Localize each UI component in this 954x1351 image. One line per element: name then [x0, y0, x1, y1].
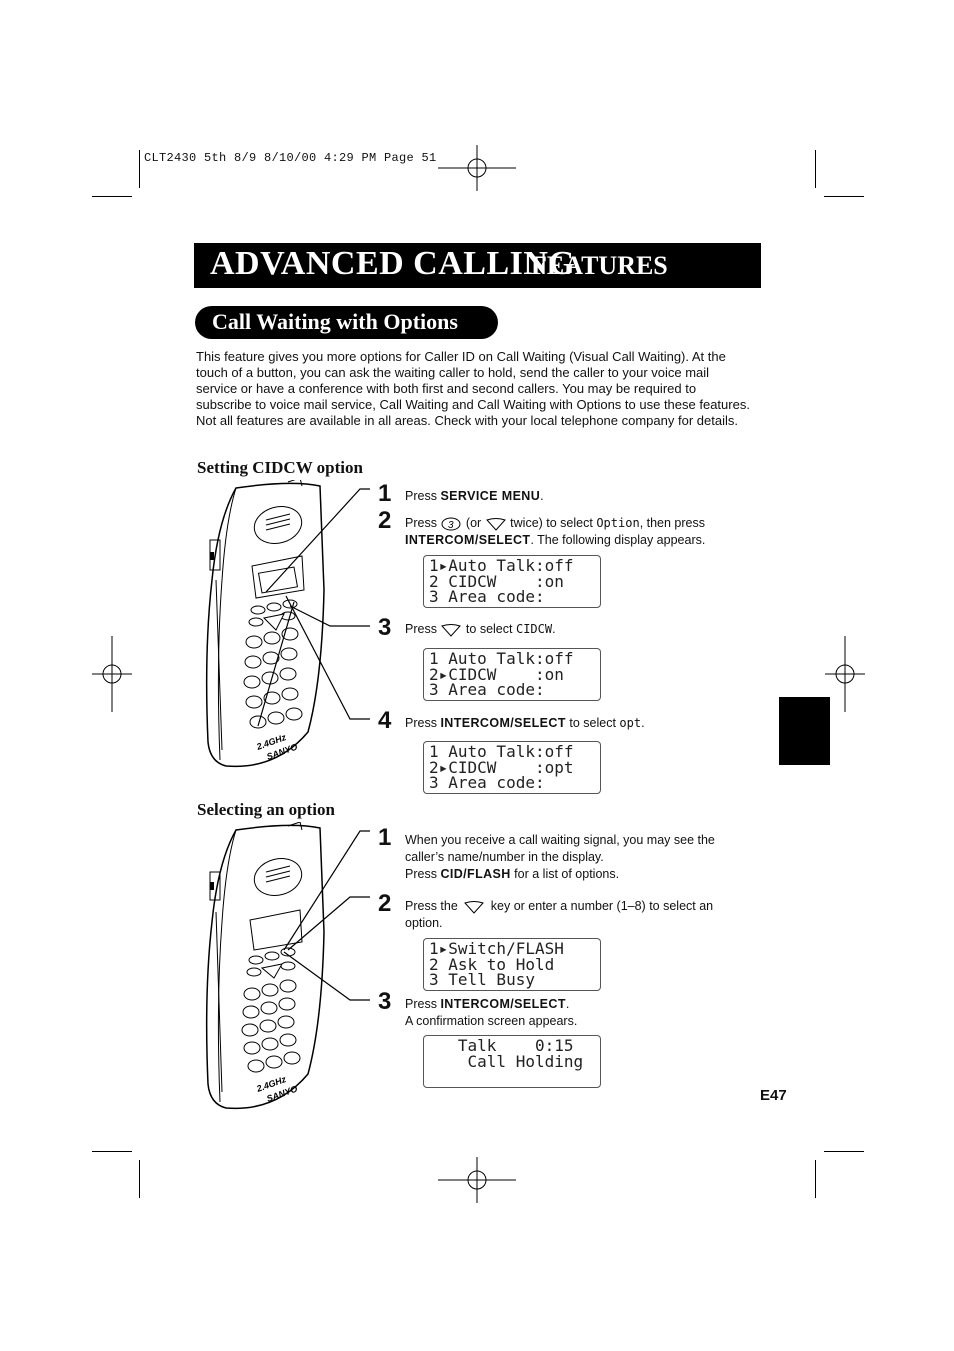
crop-mark: [92, 1151, 132, 1152]
lcd-line: 3 Tell Busy: [429, 970, 535, 989]
crop-mark: [815, 1160, 816, 1198]
step-text-part: to select: [465, 622, 513, 636]
callout-lines: [283, 830, 370, 1001]
key-label: CID/FLASH: [440, 867, 511, 881]
chapter-title-bar: ADVANCED CALLING FEATURES: [194, 243, 761, 288]
lcd-line: Talk 0:15: [429, 1036, 574, 1055]
step-text-part: . The following display appears.: [530, 533, 706, 547]
lcd-line: 2▸CIDCW :on: [429, 664, 564, 684]
number-3-key-icon: 3: [441, 517, 461, 531]
step-number: 3: [378, 988, 392, 1015]
display-text: CIDCW: [515, 622, 553, 636]
subheading-selecting: Selecting an option: [197, 800, 335, 819]
crop-mark: [139, 150, 140, 188]
chapter-title: ADVANCED CALLING: [210, 245, 576, 282]
step-text: Press the key or enter a number (1–8) to…: [405, 898, 750, 932]
step-text-part: Press: [405, 867, 441, 881]
step-text-part: Press: [405, 489, 441, 503]
lcd-line: 3 Area code:: [429, 587, 545, 606]
lcd-line: 1 Auto Talk:off: [429, 649, 574, 668]
print-slug: CLT2430 5th 8/9 8/10/00 4:29 PM Page 51: [144, 151, 437, 165]
lcd-line: 3 Area code:: [429, 680, 545, 699]
lcd-display-2: 1 Auto Talk:off 2▸CIDCW :on 3 Area code:: [423, 648, 601, 701]
handset-illustration: 2.4GHz SANYO: [205, 480, 325, 768]
lcd-line: 1▸Switch/FLASH: [429, 939, 564, 958]
step-text: Press 3 (or twice) to select Option, the…: [405, 515, 750, 549]
callout-lines: [257, 488, 370, 727]
step-text-part: twice) to select: [510, 516, 593, 530]
step-number: 3: [378, 614, 392, 641]
lcd-line: 2▸CIDCW :opt: [429, 757, 574, 777]
section-title-pill: Call Waiting with Options: [195, 306, 498, 339]
step-text-part: key or enter a number (1–8) to select an…: [405, 899, 714, 930]
step-text-part: , then press: [639, 516, 706, 530]
page-number: E47: [760, 1087, 787, 1104]
display-text: opt: [619, 716, 642, 730]
step-number: 2: [378, 890, 392, 917]
step-number: 1: [378, 480, 392, 507]
display-text: Option: [596, 516, 640, 530]
step-number: 1: [378, 824, 392, 851]
step-text-part: for a list of options.: [510, 867, 620, 881]
lcd-display-1: 1▸Auto Talk:off 2 CIDCW :on 3 Area code:: [423, 555, 601, 608]
step-text-part: .: [565, 997, 570, 1011]
registration-mark: [825, 636, 865, 712]
step-text: Press to select CIDCW.: [405, 621, 750, 638]
down-arrow-key-icon: [485, 517, 506, 531]
step-text-part: Press: [405, 622, 437, 636]
registration-mark: [438, 1157, 516, 1203]
step-text-part: Press: [405, 997, 441, 1011]
down-arrow-key-icon: [441, 623, 462, 637]
lcd-line: 1 Auto Talk:off: [429, 742, 574, 761]
step-text: When you receive a call waiting signal, …: [405, 832, 750, 883]
crop-mark: [139, 1160, 140, 1198]
step-text-part: When you receive a call waiting signal, …: [405, 833, 715, 864]
step-text-part: A confirmation screen appears.: [405, 1014, 578, 1028]
lcd-display-5: Talk 0:15 Call Holding: [423, 1035, 601, 1088]
subheading-setting: Setting CIDCW option: [197, 458, 363, 477]
key-label: SERVICE MENU: [440, 489, 541, 503]
step-text-part: Press the: [405, 899, 458, 913]
crop-mark: [815, 150, 816, 188]
icon-label: 3: [448, 520, 454, 531]
step-text-part: .: [540, 489, 544, 503]
lcd-display-3: 1 Auto Talk:off 2▸CIDCW :opt 3 Area code…: [423, 741, 601, 794]
down-arrow-key-icon: [464, 900, 485, 914]
step-text-part: Press: [405, 516, 437, 530]
lcd-line: 1▸Auto Talk:off: [429, 556, 574, 575]
crop-mark: [92, 196, 132, 197]
lcd-display-4: 1▸Switch/FLASH 2 Ask to Hold 3 Tell Busy: [423, 938, 601, 991]
step-text-part: to select: [565, 716, 620, 730]
key-label: INTERCOM/SELECT: [440, 716, 566, 730]
lcd-line: 2 Ask to Hold: [429, 954, 555, 974]
registration-mark: [92, 636, 132, 712]
key-label: INTERCOM/SELECT: [405, 533, 531, 547]
step-text-part: Press: [405, 716, 441, 730]
step-text-part: (or: [465, 516, 482, 530]
crop-mark: [824, 196, 864, 197]
lcd-line: Call Holding: [429, 1051, 584, 1071]
chapter-side-tab: [779, 697, 830, 765]
lcd-line: 2 CIDCW :on: [429, 571, 564, 591]
chapter-subtitle: FEATURES: [531, 251, 668, 280]
step-text: Press INTERCOM/SELECT. A confirmation sc…: [405, 996, 750, 1030]
registration-mark: [438, 145, 516, 191]
handset-illustration: 2.4GHz SANYO: [205, 822, 325, 1110]
crop-mark: [824, 1151, 864, 1152]
intro-paragraph: This feature gives you more options for …: [196, 349, 750, 428]
step-number: 2: [378, 507, 392, 534]
lcd-line: 3 Area code:: [429, 773, 545, 792]
step-text-part: .: [552, 622, 556, 636]
step-text: Press INTERCOM/SELECT to select opt.: [405, 715, 750, 732]
step-text: Press SERVICE MENU.: [405, 488, 750, 505]
section-title: Call Waiting with Options: [212, 309, 458, 334]
step-text-part: .: [641, 716, 645, 730]
key-label: INTERCOM/SELECT: [440, 997, 566, 1011]
step-number: 4: [378, 707, 392, 734]
